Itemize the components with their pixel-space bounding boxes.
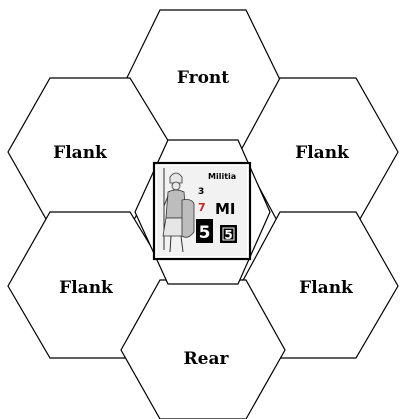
hex-label-flank-upper-right: Flank [295, 143, 350, 163]
hex-label-rear: Rear [184, 349, 230, 369]
hex-label-front: Front [177, 68, 229, 88]
hex-label-flank-lower-right: Flank [299, 278, 354, 298]
unit-counter[interactable]: Militia 3 7 MI 5 5 [154, 163, 250, 259]
unit-type-label: Militia [208, 172, 236, 181]
left-value: 5 [199, 223, 211, 243]
upper-value: 3 [198, 187, 204, 197]
red-value: 7 [198, 201, 206, 214]
right-value: 5 [224, 228, 232, 242]
troop-type-label: MI [215, 200, 236, 218]
hex-label-flank-lower-left: Flank [59, 278, 114, 298]
hex-label-flank-upper-left: Flank [53, 143, 108, 163]
